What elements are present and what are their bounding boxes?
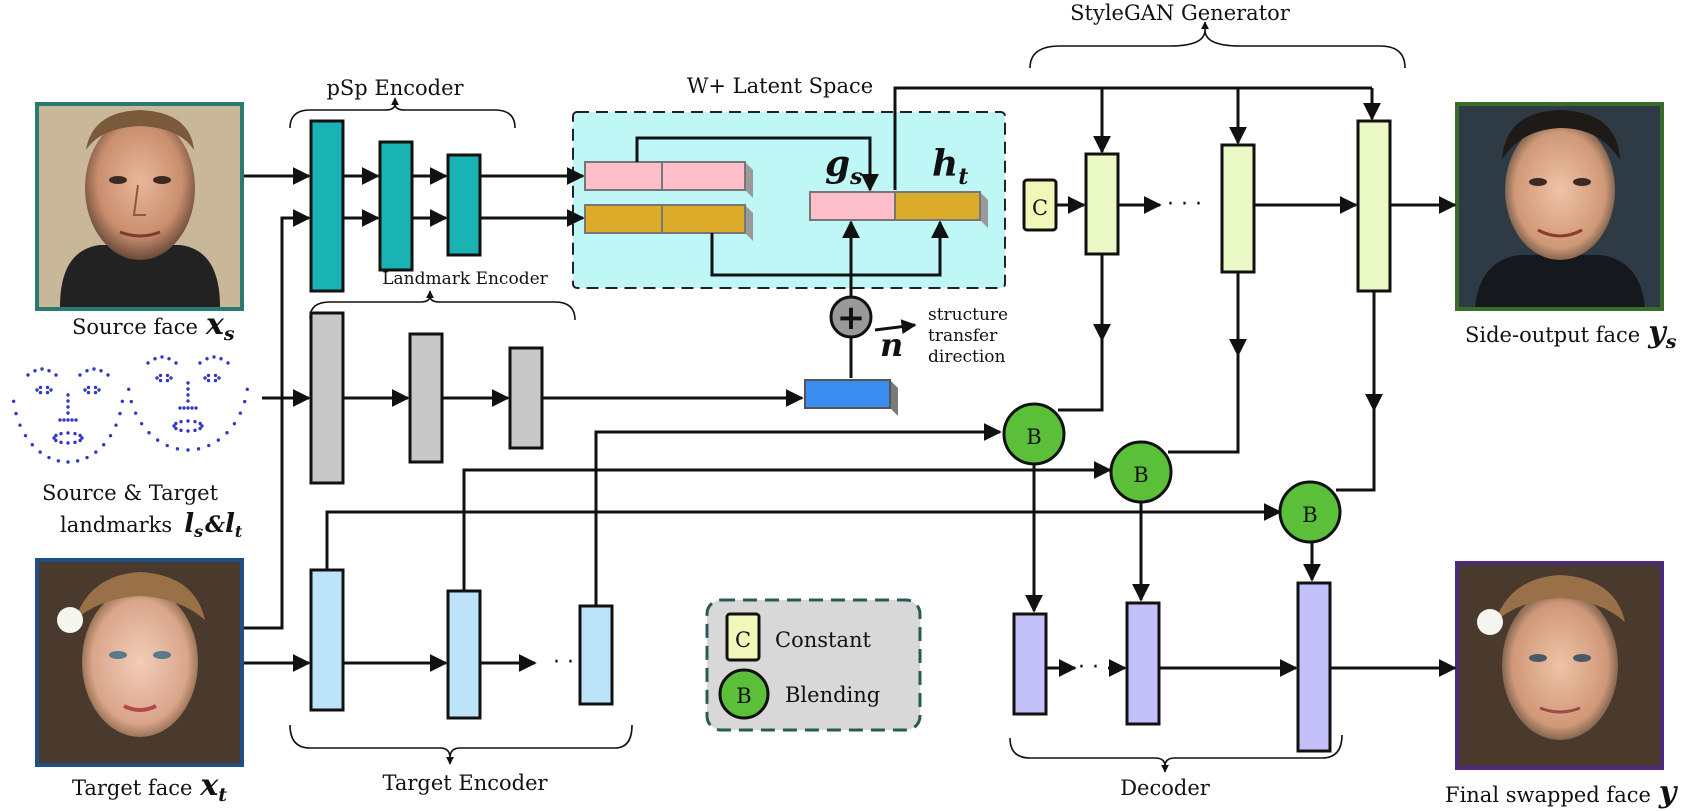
gs-copy-arrow (635, 136, 879, 192)
latent-code-source-pink (584, 161, 753, 198)
target-to-psp-arrow (244, 209, 311, 630)
generator-block-1 (1084, 152, 1120, 256)
psp-encoder-label: pSp Encoder (326, 76, 464, 100)
latent-to-generator-bus (893, 86, 1372, 190)
landmark-encoder-label: Landmark Encoder (382, 269, 548, 289)
final-swapped-face-image (1455, 561, 1664, 770)
gen2-to-blend2 (1168, 355, 1240, 454)
ht-symbol: ht (932, 143, 968, 190)
decoder-label: Decoder (1120, 776, 1211, 800)
svg-text:+: + (837, 298, 866, 338)
landmark-block-3 (508, 346, 544, 450)
latent-code-source-gold (584, 204, 753, 241)
structure-transfer-line1: structure (928, 305, 1008, 325)
psp-block-2 (378, 140, 414, 272)
svg-text:C: C (1032, 196, 1048, 220)
blend-node-1: B (1002, 402, 1066, 466)
generator-block-2 (1220, 143, 1256, 274)
gen3-to-blend3 (1336, 410, 1376, 492)
svg-text:B: B (1302, 503, 1317, 527)
gen1-to-blend1 (1058, 340, 1104, 412)
legend-constant-swatch (725, 612, 761, 662)
direction-vector-bar (804, 379, 898, 416)
decoder-block-3 (1296, 581, 1332, 753)
gs-symbol: gs (825, 143, 863, 190)
target-encoder-block-1 (309, 568, 345, 712)
blend-node-2: B (1109, 440, 1173, 504)
skip-1-to-blend3 (325, 503, 1282, 570)
psp-block-1 (309, 119, 345, 293)
decoder-ellipsis: · · (1078, 655, 1099, 680)
target-face-image (35, 558, 244, 767)
add-node: + (829, 295, 873, 339)
landmark-block-1 (309, 311, 345, 485)
landmarks-image (11, 355, 249, 464)
skip-3-to-blend1 (594, 423, 1002, 606)
decoder-block-2 (1125, 601, 1161, 726)
structure-transfer-line3: direction (928, 347, 1006, 367)
psp-block-3 (446, 153, 482, 257)
decoder-brace (1009, 734, 1343, 773)
constant-block: C (1022, 178, 1058, 232)
target-encoder-ellipsis: · · (553, 650, 574, 675)
latent-code-combined (809, 191, 988, 228)
svg-text:B: B (1133, 463, 1148, 487)
w-plus-latent-space-label: W+ Latent Space (687, 74, 873, 98)
n-vector-arrow (874, 319, 917, 335)
structure-transfer-line2: transfer (928, 326, 998, 346)
ht-copy-arrow (710, 220, 949, 277)
legend: C Constant B Blending (705, 598, 922, 732)
target-encoder-label: Target Encoder (382, 771, 548, 795)
target-encoder-block-3 (578, 604, 614, 706)
svg-text:B: B (1026, 425, 1041, 449)
landmark-encoder-brace (309, 290, 576, 321)
n-symbol: n (880, 326, 903, 364)
psp-brace (289, 97, 516, 129)
target-encoder-brace (289, 724, 633, 765)
legend-blending-label: Blending (785, 683, 880, 707)
legend-blending-swatch (718, 668, 770, 720)
side-output-face-image (1455, 102, 1664, 311)
decoder-block-1 (1012, 612, 1048, 716)
blend-node-3: B (1278, 480, 1342, 544)
legend-constant-label: Constant (775, 628, 871, 652)
skip-2-to-blend2 (462, 461, 1112, 591)
landmarks-label-line1: Source & Target (42, 481, 219, 505)
stylegan-generator-label: StyleGAN Generator (1070, 1, 1291, 25)
latent-space-region (572, 111, 1006, 289)
generator-ellipsis: · · · (1167, 192, 1202, 217)
landmark-block-2 (408, 332, 444, 464)
generator-block-3 (1356, 119, 1392, 293)
source-face-image (35, 102, 244, 311)
svg-text:C: C (735, 628, 751, 652)
stylegan-brace (1029, 21, 1406, 69)
target-encoder-block-2 (446, 589, 482, 720)
svg-text:B: B (736, 684, 751, 708)
